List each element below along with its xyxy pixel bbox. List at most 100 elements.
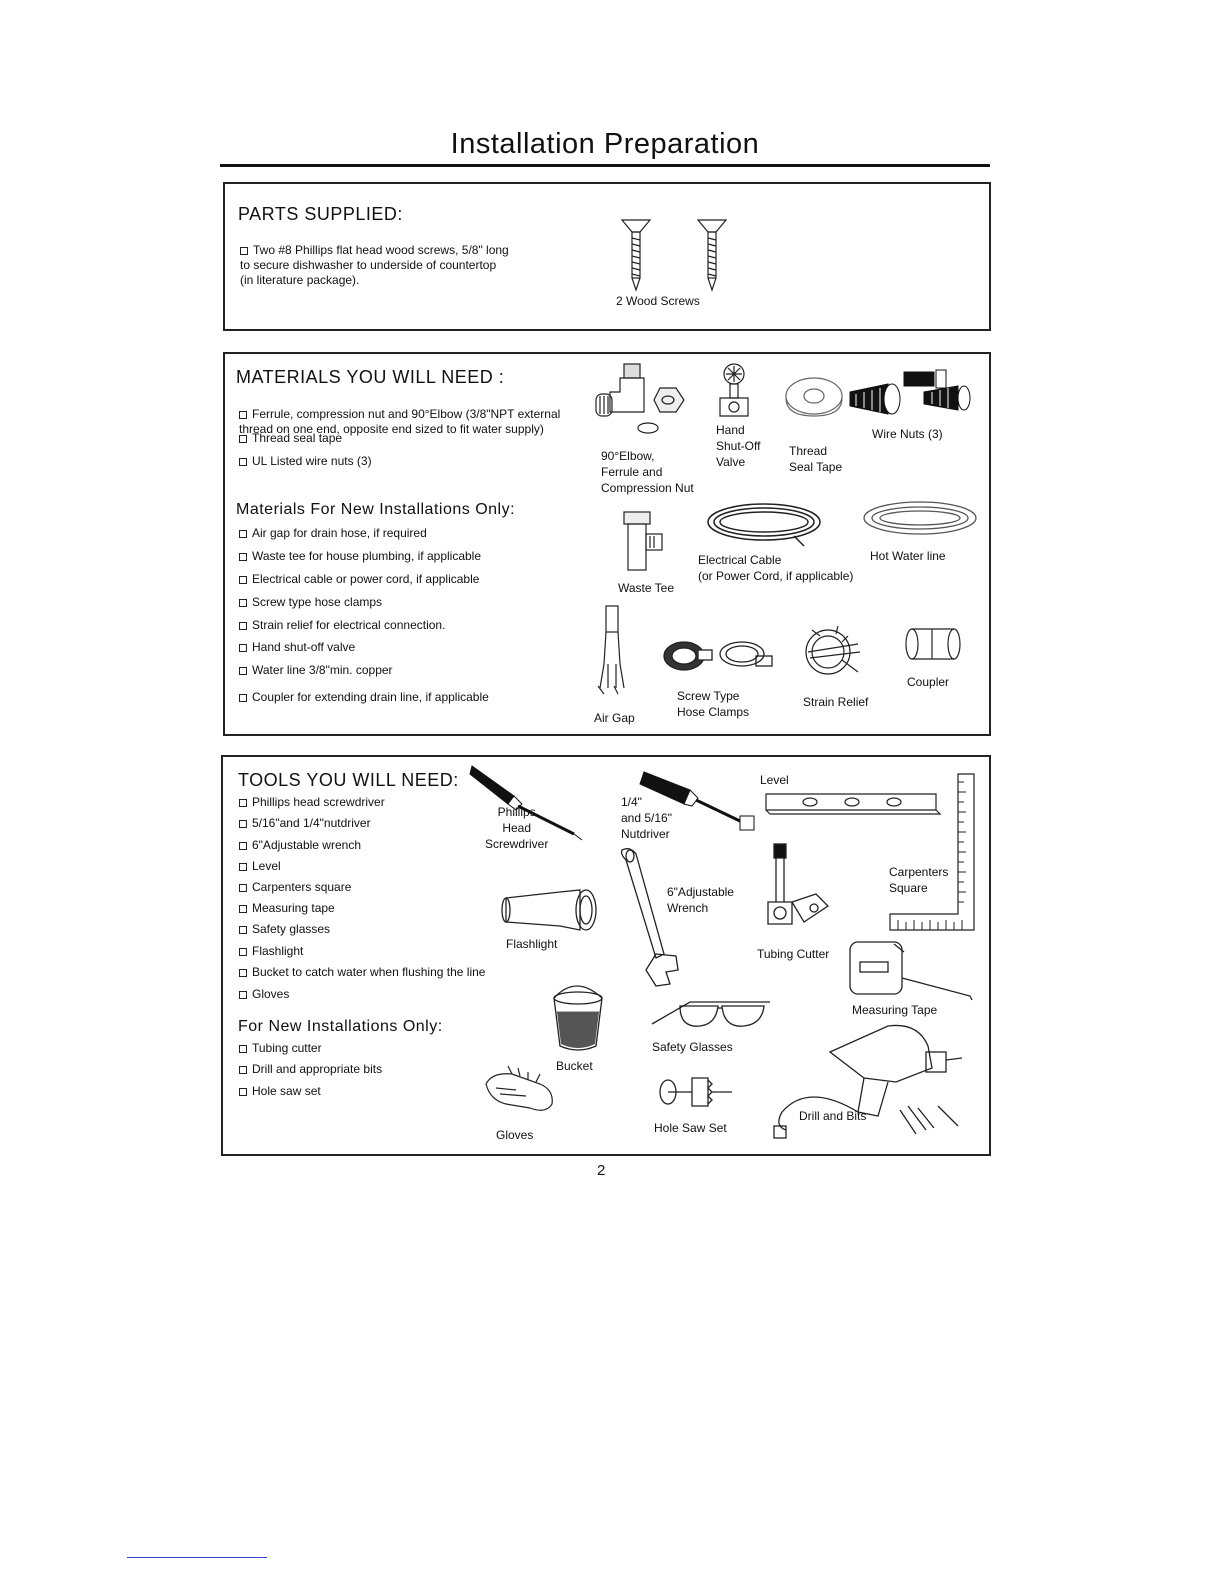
checkbox-icon xyxy=(239,820,247,828)
wood-screws-label: 2 Wood Screws xyxy=(616,294,700,308)
airgap-label: Air Gap xyxy=(594,711,635,725)
tools-item: Bucket to catch water when flushing the … xyxy=(239,965,485,980)
materials-new-item: Strain relief for electrical connection. xyxy=(239,618,445,633)
coupler-label: Coupler xyxy=(907,675,950,689)
checkbox-icon xyxy=(239,458,247,466)
holesaw-label: Hole Saw Set xyxy=(654,1121,727,1135)
checkbox-icon xyxy=(239,905,247,913)
flashlight-label: Flashlight xyxy=(506,937,558,951)
tools-item: Gloves xyxy=(239,987,289,1002)
tools-item: Safety glasses xyxy=(239,922,330,937)
air-gap-icon xyxy=(597,605,625,695)
level-icon xyxy=(765,793,942,815)
checkbox-icon xyxy=(239,1088,247,1096)
checkbox-icon xyxy=(239,991,247,999)
tape-label: Thread Seal Tape xyxy=(789,444,843,474)
tubing-cutter-icon xyxy=(767,843,830,925)
waste-tee-icon xyxy=(623,511,663,571)
strain-label: Strain Relief xyxy=(803,695,869,709)
checkbox-icon xyxy=(239,667,247,675)
tools-new-item: Hole saw set xyxy=(239,1084,321,1099)
hot-water-line-icon xyxy=(863,501,977,535)
level-label: Level xyxy=(760,773,789,787)
tools-new-item: Drill and appropriate bits xyxy=(239,1062,382,1077)
gloves-icon xyxy=(485,1065,553,1111)
tools-new-item: Tubing cutter xyxy=(239,1041,322,1056)
checkbox-icon xyxy=(239,799,247,807)
checkbox-icon xyxy=(239,576,247,584)
checkbox-icon xyxy=(239,884,247,892)
checkbox-icon xyxy=(239,1066,247,1074)
checkbox-icon xyxy=(239,969,247,977)
tools-item: Measuring tape xyxy=(239,901,335,916)
title-rule xyxy=(220,164,990,167)
checkbox-icon xyxy=(239,863,247,871)
checkbox-icon xyxy=(240,247,248,255)
phillips-screwdriver-icon xyxy=(469,765,583,841)
nutdriver-icon xyxy=(639,771,755,831)
checkbox-icon xyxy=(239,599,247,607)
page-title: Installation Preparation xyxy=(450,128,760,160)
wire-nuts-icon xyxy=(849,369,971,415)
tools-box xyxy=(221,755,991,1156)
tools-heading: TOOLS YOU WILL NEED: xyxy=(238,770,459,790)
drill-icon xyxy=(773,1024,963,1139)
bucket-label: Bucket xyxy=(556,1059,593,1073)
parts-item: Two #8 Phillips flat head wood screws, 5… xyxy=(240,243,509,287)
drill-label: Drill and Bits xyxy=(799,1109,867,1123)
materials-heading: MATERIALS YOU WILL NEED : xyxy=(236,367,505,387)
tools-item: Carpenters square xyxy=(239,880,351,895)
materials-new-item: Coupler for extending drain line, if app… xyxy=(239,690,489,705)
carpenters-square-icon xyxy=(889,773,975,931)
tools-item: 6"Adjustable wrench xyxy=(239,838,361,853)
wood-screws-icon xyxy=(620,219,728,292)
checkbox-icon xyxy=(239,694,247,702)
electrical-cable-icon xyxy=(707,503,821,547)
materials-box xyxy=(223,352,991,736)
materials-new-item: Air gap for drain hose, if required xyxy=(239,526,427,541)
checkbox-icon xyxy=(239,530,247,538)
glasses-label: Safety Glasses xyxy=(652,1040,733,1054)
materials-item-wirenuts: UL Listed wire nuts (3) xyxy=(239,454,372,469)
materials-new-item: Water line 3/8"min. copper xyxy=(239,663,393,678)
valve-label: Hand Shut-Off Valve xyxy=(716,423,761,469)
tools-item: Level xyxy=(239,859,281,874)
checkbox-icon xyxy=(239,435,247,443)
strain-relief-icon xyxy=(805,625,861,675)
hose-clamps-icon xyxy=(663,641,773,671)
checkbox-icon xyxy=(239,553,247,561)
hole-saw-icon xyxy=(659,1077,732,1107)
hotwater-label: Hot Water line xyxy=(870,549,946,563)
checkbox-icon xyxy=(239,1045,247,1053)
materials-new-heading: Materials For New Installations Only: xyxy=(236,501,516,518)
bucket-icon xyxy=(553,985,603,1051)
tools-item: Flashlight xyxy=(239,944,303,959)
clamps-label: Screw Type Hose Clamps xyxy=(677,689,750,719)
checkbox-icon xyxy=(239,948,247,956)
elbow-fitting-icon xyxy=(595,363,685,434)
footer-link-underline xyxy=(127,1557,267,1558)
materials-item-tape: Thread seal tape xyxy=(239,431,342,446)
materials-new-item: Hand shut-off valve xyxy=(239,640,355,655)
flashlight-icon xyxy=(501,889,597,931)
parts-supplied-box xyxy=(223,182,991,331)
gloves-label: Gloves xyxy=(496,1128,534,1142)
nutdriver-label: 1/4" and 5/16" Nutdriver xyxy=(621,795,672,841)
safety-glasses-icon xyxy=(651,1001,770,1027)
tape-measure-label: Measuring Tape xyxy=(852,1003,938,1017)
checkbox-icon xyxy=(239,926,247,934)
materials-new-item: Waste tee for house plumbing, if applica… xyxy=(239,549,481,564)
materials-new-item: Electrical cable or power cord, if appli… xyxy=(239,572,479,587)
checkbox-icon xyxy=(239,842,247,850)
measuring-tape-icon xyxy=(849,941,973,1001)
checkbox-icon xyxy=(239,411,247,419)
wastetee-label: Waste Tee xyxy=(618,581,675,595)
materials-new-item: Screw type hose clamps xyxy=(239,595,382,610)
tools-new-heading: For New Installations Only: xyxy=(238,1018,443,1035)
page-number: 2 xyxy=(597,1162,606,1179)
tools-item: 5/16"and 1/4"nutdriver xyxy=(239,816,371,831)
elbow-label: 90°Elbow, Ferrule and Compression Nut xyxy=(601,449,694,495)
tools-item: Phillips head screwdriver xyxy=(239,795,385,810)
cutter-label: Tubing Cutter xyxy=(757,947,830,961)
wrench-label: 6"Adjustable Wrench xyxy=(667,885,734,915)
